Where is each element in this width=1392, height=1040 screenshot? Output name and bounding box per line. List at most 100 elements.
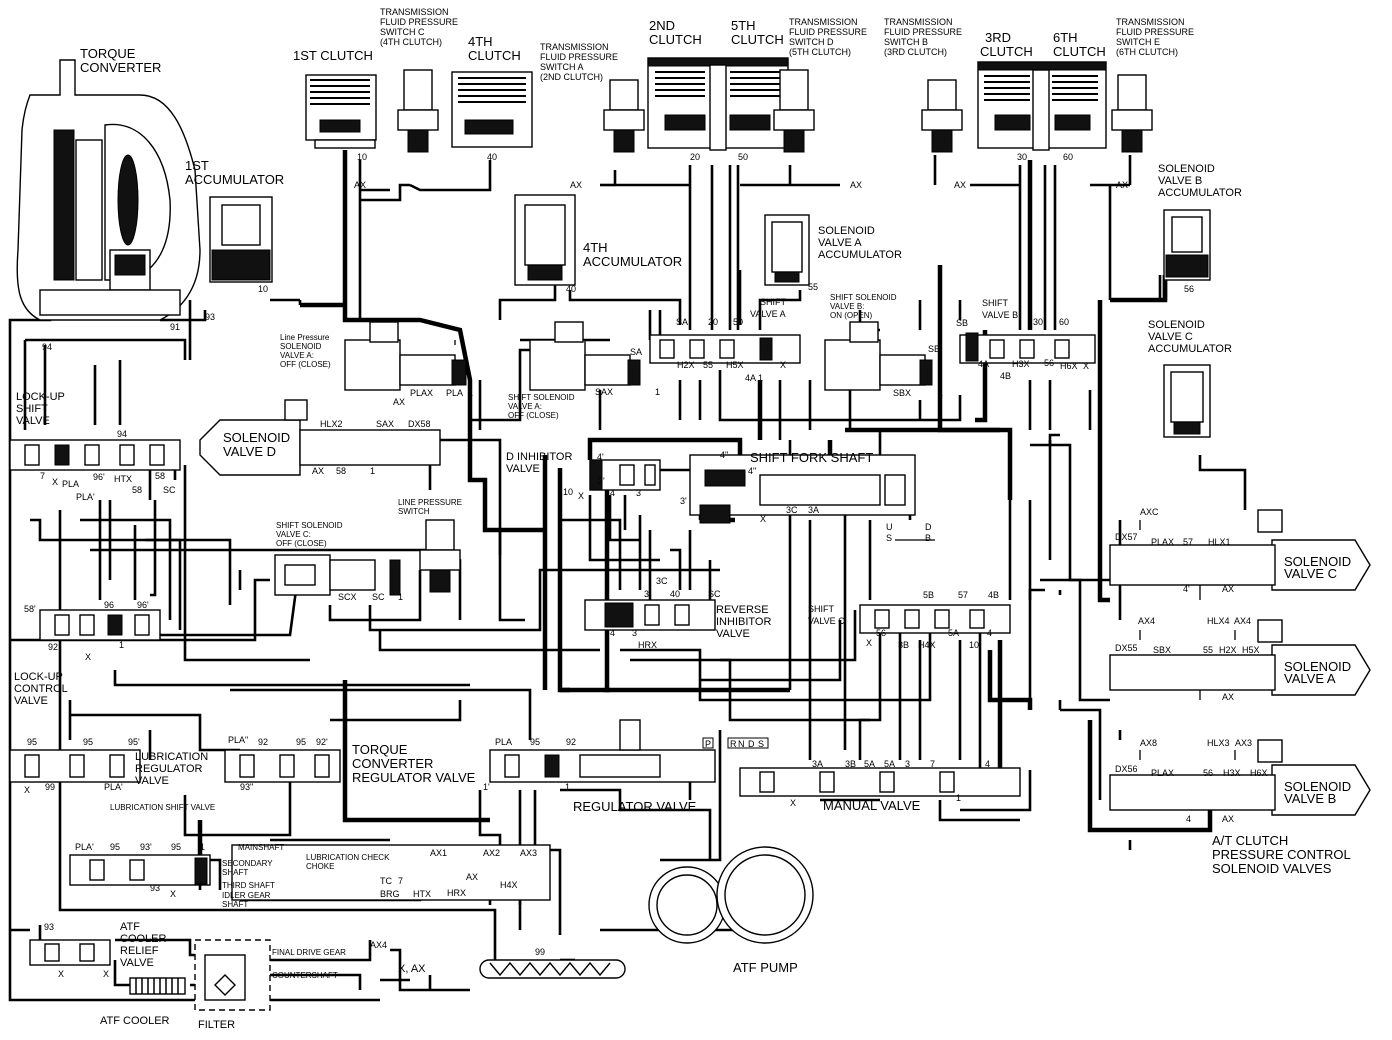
port-label: X xyxy=(866,638,872,648)
port-label: 7 xyxy=(930,759,935,769)
port-label: 5A xyxy=(948,628,959,638)
ssb-l1: SHIFT SOLENOID xyxy=(830,293,897,302)
port-label: 7 xyxy=(398,876,403,886)
port-label: 10 xyxy=(357,152,367,162)
port-label: 40 xyxy=(670,589,680,599)
shift-solenoid-a xyxy=(529,321,641,391)
ssa-l1: SHIFT SOLENOID xyxy=(508,393,575,402)
port-label: 4B xyxy=(988,590,999,600)
shift-valve-c-body xyxy=(859,604,1011,634)
lps-l3: VALVE A: xyxy=(280,351,314,360)
port-label: AX4 xyxy=(1234,616,1251,626)
port-label: HTX xyxy=(114,474,132,484)
lube-box xyxy=(231,844,551,901)
port-label: 92 xyxy=(566,737,576,747)
accumulators xyxy=(209,194,1211,438)
port-label: AX3 xyxy=(1235,738,1252,748)
line-pressure-switch-label-1: LINE PRESSURE xyxy=(398,498,462,507)
port-label: 58 xyxy=(132,485,142,495)
third-clutch-label: 3RD xyxy=(985,30,1011,45)
first-clutch-label: 1ST CLUTCH xyxy=(293,48,373,63)
atf-pump-body xyxy=(648,846,814,944)
port-label: 30 xyxy=(1033,317,1043,327)
lock-up-shift-label-1: LOCK-UP xyxy=(16,391,65,403)
solenoid-valve-b-body xyxy=(1109,739,1371,816)
fourth-clutch xyxy=(451,71,533,148)
lube-check-label-2: CHOKE xyxy=(306,862,334,871)
port-label: X xyxy=(760,514,766,524)
port-label: 4 xyxy=(1186,814,1191,824)
lube-item-2: SECONDARY xyxy=(222,859,273,868)
port-label: H5X xyxy=(726,360,744,370)
sol-c-acc-label-1: SOLENOID xyxy=(1148,319,1205,331)
pos-s: S xyxy=(758,739,764,749)
sol-b-acc-label-1: SOLENOID xyxy=(1158,163,1215,175)
fifth-clutch-label: 5TH xyxy=(731,18,756,33)
port-label: PLA" xyxy=(228,735,248,745)
port-label: 4 xyxy=(987,628,992,638)
port-label: HLX2 xyxy=(320,419,343,429)
lps-l2: SOLENOID xyxy=(280,342,322,351)
tfps-c-l4: (4TH CLUTCH) xyxy=(380,37,442,47)
port-label: AX xyxy=(850,180,862,190)
port-label: 50 xyxy=(738,152,748,162)
solenoid-a-label-2: VALVE A xyxy=(1284,671,1336,686)
lube-shift-label: LUBRICATION SHIFT VALVE xyxy=(110,803,215,812)
port-label: 58 xyxy=(336,466,346,476)
third-sixth-clutch xyxy=(977,61,1107,151)
tfps-e-l4: (6TH CLUTCH) xyxy=(1116,47,1178,57)
port-label: 3' xyxy=(644,589,651,599)
fourth-clutch-label: 4TH xyxy=(468,34,493,49)
tfps-c-label: TRANSMISSION FLUID PRESSURE SWITCH C (4T… xyxy=(380,7,458,47)
port-label: X xyxy=(103,969,109,979)
port-label: SBX xyxy=(1153,645,1171,655)
port-label: AX1 xyxy=(430,848,447,858)
solenoid-d-label-2: VALVE D xyxy=(223,444,276,459)
port-label: DX57 xyxy=(1115,532,1138,542)
tfps-e-l3: SWITCH E xyxy=(1116,37,1160,47)
port-label: 58 xyxy=(155,471,165,481)
sol-c-accumulator xyxy=(1163,364,1211,438)
shift-solenoid-b xyxy=(824,321,933,391)
port-label: 3C xyxy=(656,576,668,586)
tfps-c-l3: SWITCH C xyxy=(380,27,425,37)
port-label: 4A xyxy=(745,373,756,383)
atf-cooler-body xyxy=(129,977,186,995)
port-label: 99 xyxy=(535,947,545,957)
port-label: AX xyxy=(1222,584,1234,594)
solenoid-b-label-1: SOLENOID xyxy=(1284,779,1351,794)
pos-r: R xyxy=(730,739,737,749)
port-label: X xyxy=(780,360,786,370)
tcrv-label-1: TORQUE xyxy=(352,742,408,757)
port-label: 92 xyxy=(48,642,58,652)
port-label: 1 xyxy=(758,373,763,383)
tfps-d-label: TRANSMISSION FLUID PRESSURE SWITCH D (5T… xyxy=(789,17,867,57)
solenoid-c-label-1: SOLENOID xyxy=(1284,554,1351,569)
port-label: 60 xyxy=(1063,152,1073,162)
lube-reg-label-2: REGULATOR xyxy=(135,763,202,775)
countershaft-label: COUNTERSHAFT xyxy=(272,971,338,980)
port-label: 50 xyxy=(733,317,743,327)
port-label: H6X xyxy=(1060,361,1078,371)
pos-n: N xyxy=(738,739,745,749)
manual-valve-label: MANUAL VALVE xyxy=(823,798,921,813)
port-label: 4' xyxy=(597,452,604,462)
lps-l1: Line Pressure xyxy=(280,333,330,342)
port-label: 1 xyxy=(655,387,660,397)
port-label: 58' xyxy=(24,604,36,614)
port-label: HRX xyxy=(638,640,657,650)
sixth-clutch-label: 6TH xyxy=(1053,30,1078,45)
fourth-clutch-label-2: CLUTCH xyxy=(468,48,521,63)
port-label: H4X xyxy=(500,880,518,890)
port-label: X xyxy=(85,652,91,662)
port-label: 55 xyxy=(808,282,818,292)
port-label: 93" xyxy=(240,782,253,792)
port-label: 91 xyxy=(170,322,180,332)
port-label: 20 xyxy=(690,152,700,162)
torque-converter-label-2: CONVERTER xyxy=(80,60,161,75)
pos-d: D xyxy=(748,739,755,749)
at-clutch-pcs-label-3: SOLENOID VALVES xyxy=(1212,861,1332,876)
sol-a-accumulator xyxy=(764,214,810,286)
port-label: 1 xyxy=(119,640,124,650)
port-label: 3 xyxy=(905,759,910,769)
